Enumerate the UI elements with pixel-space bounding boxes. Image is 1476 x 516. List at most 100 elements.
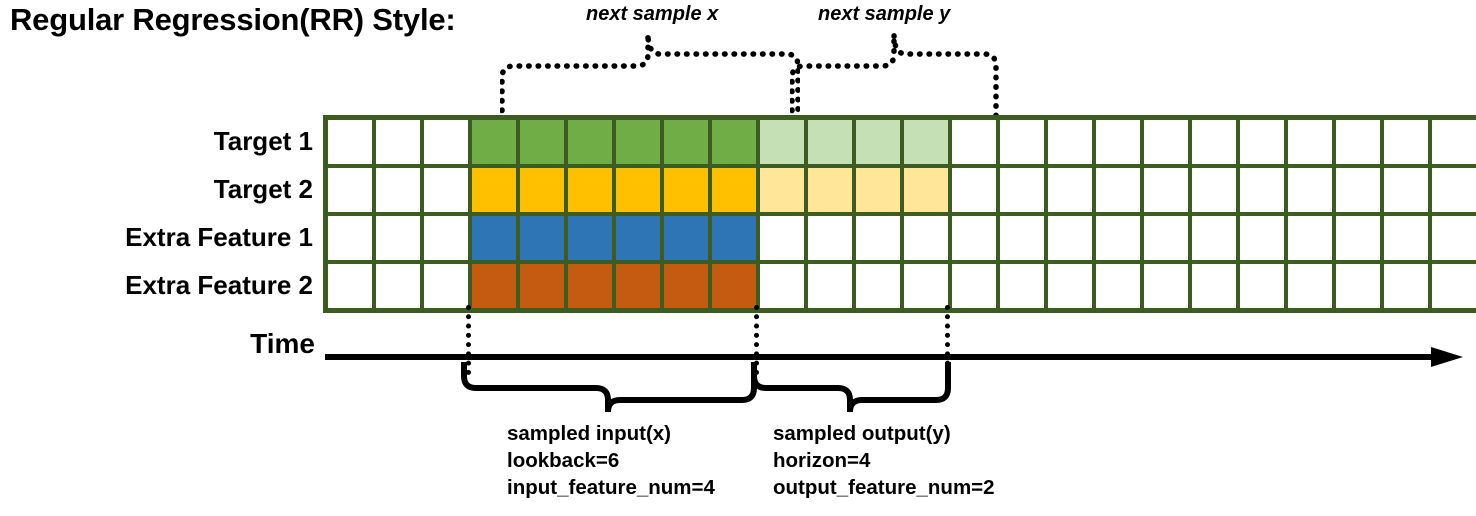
grid-cell-empty [1240,216,1284,260]
grid-cell-input [712,264,756,308]
grid-cell-empty [1000,168,1044,212]
grid-cell-empty [1240,264,1284,308]
grid-cell-input [520,168,564,212]
grid-cell-empty [1336,216,1380,260]
grid-cell-input [712,120,756,164]
grid-cell-empty [1096,216,1140,260]
grid-cell-input [568,264,612,308]
grid-cell-empty [1144,120,1188,164]
grid-cell-input [568,216,612,260]
time-axis-arrow [325,344,1465,375]
sampled-input-description: sampled input(x) lookback=6 input_featur… [507,420,715,501]
grid-cell-empty [1384,168,1428,212]
grid-cell-empty [1000,264,1044,308]
grid-cell-empty [856,264,900,308]
sampled-output-description: sampled output(y) horizon=4 output_featu… [773,420,995,501]
grid-cell-empty [1144,264,1188,308]
grid-cell-empty [328,168,372,212]
grid-cell-empty [1048,168,1092,212]
grid-cell-input [616,168,660,212]
grid-cell-empty [424,120,468,164]
row-label-column: Target 1 Target 2 Extra Feature 1 Extra … [0,117,313,309]
grid-cell-input [520,216,564,260]
row-label-extra-feature-2: Extra Feature 2 [125,270,313,300]
grid-cell-empty [1048,264,1092,308]
grid-cell-empty [1096,120,1140,164]
grid-cell-output [904,120,948,164]
row-label-target-1: Target 1 [213,126,313,156]
grid-cell-empty [1384,120,1428,164]
grid-cell-empty [1144,216,1188,260]
grid-cell-empty [808,264,852,308]
grid-cell-output [856,168,900,212]
grid-cell-empty [424,168,468,212]
sampled-input-lookback: lookback=6 [507,449,620,473]
grid-cell-input [472,216,516,260]
dotted-brace-next-sample-x [499,30,801,127]
grid-cell-empty [856,216,900,260]
timeline-grid [323,115,1476,313]
grid-cell-input [472,168,516,212]
sampled-input-title: sampled input(x) [507,422,672,445]
sampled-output-featnum: output_feature_num=2 [773,476,995,500]
grid-cell-empty [328,120,372,164]
grid-cell-input [712,216,756,260]
time-axis-label: Time [250,328,315,359]
caption-next-sample-x: next sample x [586,3,719,25]
grid-cell-input [712,168,756,212]
grid-cell-empty [376,120,420,164]
grid-cell-input [616,120,660,164]
grid-cell-empty [1288,168,1332,212]
grid-cell-input [616,216,660,260]
brace-sampled-output [750,360,954,425]
grid-cell-empty [1288,264,1332,308]
caption-next-sample-y: next sample y [818,3,951,25]
guide-line-output-end [945,305,950,375]
grid-cell-empty [1432,264,1476,308]
grid-cell-empty [1384,216,1428,260]
grid-cell-input [664,264,708,308]
grid-cell-empty [952,264,996,308]
grid-cell-empty [1336,120,1380,164]
grid-cell-output [904,168,948,212]
grid-cell-empty [904,216,948,260]
grid-cell-input [616,264,660,308]
guide-line-input-start [466,305,471,375]
grid-cell-empty [424,264,468,308]
page-title: Regular Regression(RR) Style: [10,2,456,37]
grid-cell-empty [1096,264,1140,308]
row-label-extra-feature-1: Extra Feature 1 [125,222,313,252]
sampled-output-title: sampled output(y) [773,422,951,445]
grid-cell-empty [1384,264,1428,308]
grid-cell-empty [376,264,420,308]
grid-cell-input [520,264,564,308]
grid-cell-empty [1048,120,1092,164]
grid-cell-empty [952,168,996,212]
grid-cell-empty [328,264,372,308]
grid-cell-output [760,168,804,212]
grid-cell-empty [760,216,804,260]
grid-cell-empty [1288,120,1332,164]
grid-cell-empty [760,264,804,308]
grid-cell-input [664,168,708,212]
grid-cell-output [760,120,804,164]
dotted-brace-next-sample-y [789,30,1000,127]
grid-cell-empty [1336,168,1380,212]
grid-cell-input [664,120,708,164]
grid-cell-output [856,120,900,164]
grid-cell-empty [1000,216,1044,260]
grid-cell-empty [904,264,948,308]
grid-cell-empty [1096,168,1140,212]
grid-cell-empty [952,216,996,260]
guide-line-input-end [754,305,759,375]
grid-cell-empty [1432,216,1476,260]
grid-cell-empty [328,216,372,260]
grid-cell-empty [1336,264,1380,308]
sampled-input-featnum: input_feature_num=4 [507,476,715,500]
grid-cell-empty [376,168,420,212]
grid-cell-empty [1432,120,1476,164]
grid-cell-empty [1192,168,1236,212]
grid-cell-empty [808,216,852,260]
grid-cell-input [472,120,516,164]
grid-cell-input [472,264,516,308]
